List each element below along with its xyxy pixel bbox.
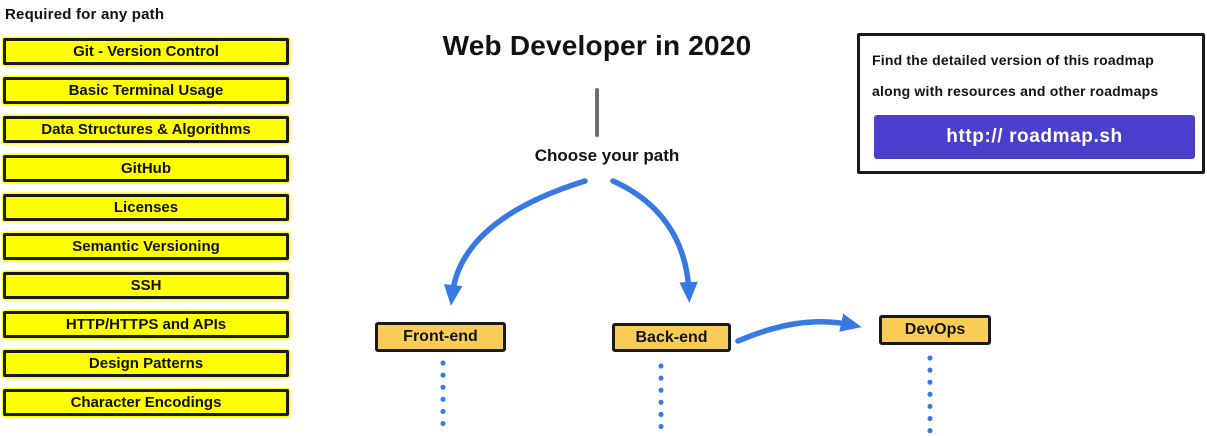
required-topics-panel: Required for any path Git - Version Cont… [3, 6, 289, 416]
topic-data-structures: Data Structures & Algorithms [3, 116, 289, 143]
choose-path-label: Choose your path [534, 146, 680, 165]
topic-git: Git - Version Control [3, 38, 289, 65]
roadmap-sh-link-button[interactable]: http:// roadmap.sh [874, 115, 1195, 159]
topic-github: GitHub [3, 155, 289, 182]
page-title: Web Developer in 2020 [442, 30, 752, 61]
path-node-devops[interactable]: DevOps [879, 315, 991, 345]
info-text-line1: Find the detailed version of this roadma… [872, 52, 1155, 68]
roadmap-info-box: Find the detailed version of this roadma… [857, 33, 1205, 174]
required-topics-heading: Required for any path [5, 6, 165, 23]
topic-semver: Semantic Versioning [3, 233, 289, 260]
path-node-back-end[interactable]: Back-end [612, 323, 731, 352]
path-node-front-end[interactable]: Front-end [375, 322, 506, 352]
arrow-to-front-end [444, 178, 588, 306]
arrow-backend-to-devops [735, 313, 862, 344]
arrow-to-back-end [610, 178, 698, 303]
topic-ssh: SSH [3, 272, 289, 299]
topic-design-patterns: Design Patterns [3, 350, 289, 377]
topic-http-apis: HTTP/HTTPS and APIs [3, 311, 289, 338]
topic-licenses: Licenses [3, 194, 289, 221]
required-topics-list: Git - Version Control Basic Terminal Usa… [3, 38, 289, 416]
topic-terminal: Basic Terminal Usage [3, 77, 289, 104]
title-stem-line [595, 88, 599, 137]
info-text-line2: along with resources and other roadmaps [872, 83, 1159, 99]
topic-character-encodings: Character Encodings [3, 389, 289, 416]
